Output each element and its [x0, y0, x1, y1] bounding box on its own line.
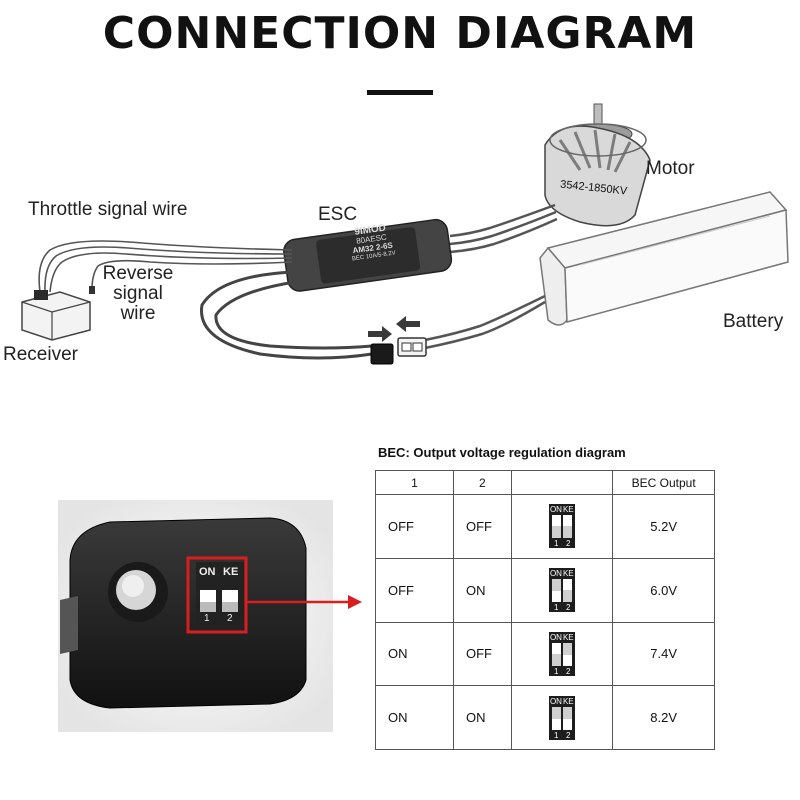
reverse-line-2: signal: [113, 283, 163, 304]
battery-label: Battery: [723, 311, 784, 332]
dip-slot-2: [562, 706, 572, 730]
bec-switch2-state: ON: [452, 685, 512, 750]
highlight-arrow-head: [348, 595, 362, 609]
bec-switch2-state: ON: [452, 557, 512, 623]
esc-power-wire-1: [200, 270, 373, 360]
dip-knob-2: [562, 515, 572, 527]
dip-ke-label: KE: [562, 696, 574, 706]
dip-ke-label: KE: [562, 505, 574, 515]
reverse-signal-wire: [91, 259, 293, 291]
motor-label: Motor: [646, 158, 695, 179]
dip-slot-2: [562, 515, 572, 539]
dip-num-2: 2: [565, 730, 571, 740]
dip-knob-1: [551, 718, 561, 730]
bec-header-1: 1: [375, 469, 454, 496]
esc-label: ESC: [318, 204, 358, 225]
switch-highlight-box: [186, 556, 248, 634]
dip-knob-1: [551, 591, 561, 603]
bec-header-switch: [510, 469, 614, 496]
battery-wire-black: [424, 300, 546, 350]
esc-connector: [370, 343, 394, 365]
receiver-label: Receiver: [3, 344, 78, 365]
arrow-left: [396, 316, 420, 332]
dip-slot-1: [551, 515, 561, 539]
dip-ke-label: KE: [562, 569, 574, 579]
bec-header-output: BEC Output: [612, 469, 715, 496]
dip-num-2: 2: [565, 666, 571, 676]
bec-table-title: BEC: Output voltage regulation diagram: [378, 445, 626, 460]
bec-output-value: 6.0V: [612, 557, 715, 623]
bec-output-value: 5.2V: [612, 494, 715, 559]
dip-knob-2: [562, 579, 572, 591]
receiver-body: [21, 290, 91, 341]
battery-pack: [539, 191, 789, 326]
photo-switch-on-label: ON: [199, 566, 216, 578]
bec-header-row: 1 2 BEC Output: [375, 469, 715, 496]
motor-body: [544, 103, 651, 227]
throttle-signal-wire: [38, 240, 293, 293]
bec-switch1-state: OFF: [375, 494, 454, 559]
bec-switch1-state: ON: [375, 685, 454, 750]
reverse-signal-label: Reverse signal wire: [98, 264, 178, 324]
dip-num-1: 1: [553, 603, 559, 613]
reverse-line-1: Reverse: [102, 263, 174, 284]
bec-switch1-state: OFF: [375, 557, 454, 623]
dip-knob-1: [551, 515, 561, 527]
dip-slot-2: [562, 579, 572, 603]
battery-side-face: [564, 209, 789, 323]
switch-photo: [58, 500, 362, 732]
bec-output-value: 8.2V: [612, 685, 715, 750]
dip-num-2: 2: [565, 603, 571, 613]
throttle-signal-label: Throttle signal wire: [28, 199, 188, 220]
arrow-right: [368, 326, 392, 342]
reverse-line-3: wire: [120, 303, 156, 324]
dip-on-label: ON: [549, 569, 562, 579]
dip-num-2: 2: [565, 539, 571, 549]
dip-knob-2: [562, 718, 572, 730]
bec-output-value: 7.4V: [612, 621, 715, 687]
motor-wires: [449, 203, 556, 238]
bec-header-2: 2: [452, 469, 512, 496]
battery-wire-red: [424, 294, 546, 342]
dip-knob-1: [551, 642, 561, 654]
dip-knob-2: [562, 654, 572, 666]
page-title: CONNECTION DIAGRAM: [102, 8, 698, 59]
photo-switch-ke-label: KE: [223, 566, 239, 578]
photo-switch-1-label: 1: [204, 613, 210, 624]
dip-slot-1: [551, 642, 561, 666]
dip-slot-1: [551, 706, 561, 730]
dip-num-1: 1: [553, 666, 559, 676]
dip-slot-1: [551, 579, 561, 603]
dip-on-label: ON: [549, 696, 562, 706]
dip-slot-2: [562, 642, 572, 666]
photo-switch-2-label: 2: [227, 613, 233, 624]
dip-num-1: 1: [553, 539, 559, 549]
dip-ke-label: KE: [562, 632, 574, 642]
esc-body: [283, 218, 453, 292]
dip-on-label: ON: [549, 632, 562, 642]
bec-switch2-state: OFF: [452, 494, 512, 559]
dip-num-1: 1: [553, 730, 559, 740]
bec-switch2-state: OFF: [452, 621, 512, 687]
esc-power-wire-2: [214, 280, 373, 350]
dip-on-label: ON: [549, 505, 562, 515]
bec-switch1-state: ON: [375, 621, 454, 687]
title-underline: [367, 90, 433, 95]
